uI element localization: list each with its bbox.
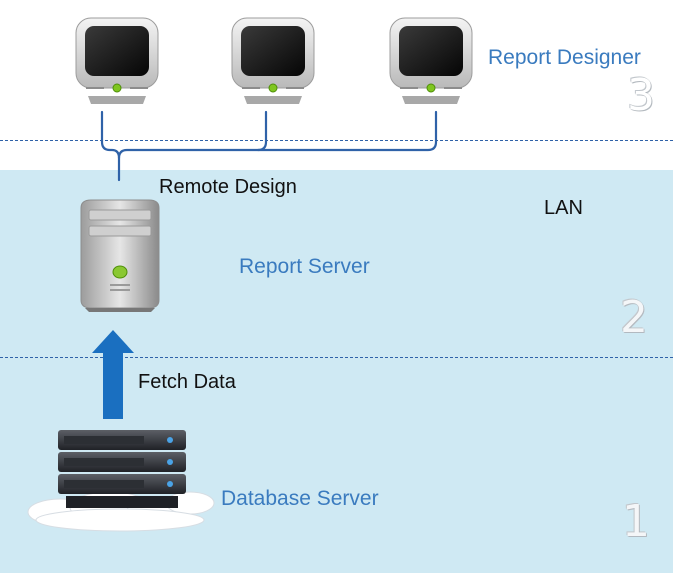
server-tower-icon	[80, 199, 160, 312]
up-arrow-icon	[92, 330, 134, 419]
remote-design-connector	[100, 110, 438, 182]
tier-divider-top	[0, 140, 673, 141]
monitor-icon	[231, 17, 315, 104]
tier-1-title: Database Server	[221, 487, 379, 510]
monitor-icon	[75, 17, 159, 104]
tier-2-number: 2	[620, 292, 648, 343]
lan-label: LAN	[544, 197, 583, 219]
server-rack-icon	[58, 430, 186, 508]
tier-divider-bottom	[0, 357, 673, 358]
fetch-data-label: Fetch Data	[138, 371, 236, 393]
tier-3-title: Report Designer	[488, 46, 641, 69]
tier-1-number: 1	[622, 496, 650, 547]
tier-3-number: 3	[627, 70, 655, 121]
remote-design-label: Remote Design	[159, 176, 297, 198]
monitor-icon	[389, 17, 473, 104]
tier-2-title: Report Server	[239, 255, 370, 278]
